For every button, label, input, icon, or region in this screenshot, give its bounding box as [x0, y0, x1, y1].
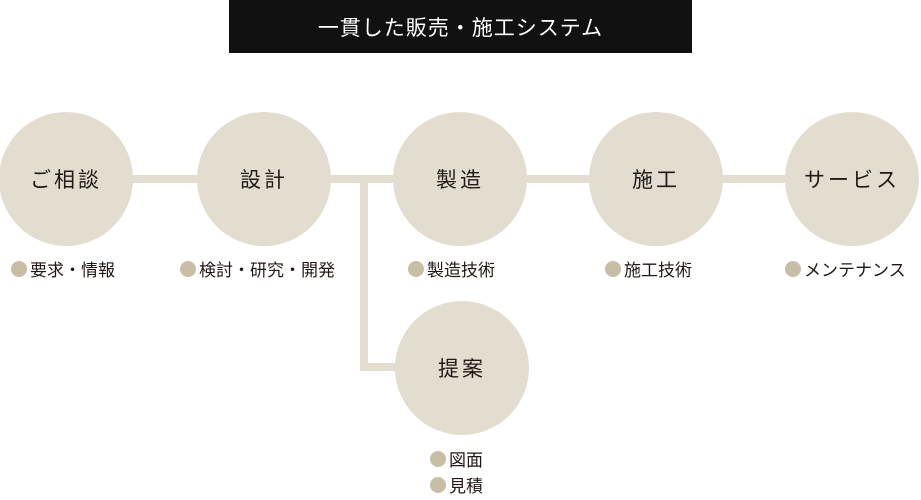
caption-design: 検討・研究・開発	[180, 256, 335, 281]
caption-text: 図面	[449, 451, 483, 471]
bullet-dot-icon	[408, 260, 424, 277]
caption-proposal-estimate: 見積	[430, 472, 483, 497]
caption-text: 施工技術	[624, 261, 692, 281]
caption-consultation: 要求・情報	[11, 256, 115, 281]
node-proposal: 提案	[395, 301, 529, 435]
branch-vertical-line	[360, 175, 368, 371]
bullet-dot-icon	[605, 260, 621, 277]
caption-text: 製造技術	[427, 261, 495, 281]
caption-text: 要求・情報	[30, 261, 115, 281]
node-consultation: ご相談	[0, 112, 133, 246]
bullet-dot-icon	[785, 260, 801, 277]
node-design: 設計	[197, 112, 331, 246]
bullet-dot-icon	[180, 260, 196, 277]
bullet-dot-icon	[11, 260, 27, 277]
node-construction: 施工	[589, 112, 723, 246]
caption-text: メンテナンス	[804, 261, 906, 281]
caption-construction: 施工技術	[605, 256, 692, 281]
caption-text: 検討・研究・開発	[199, 261, 335, 281]
node-service: サービス	[785, 112, 919, 246]
caption-text: 見積	[449, 477, 483, 497]
diagram-title: 一貫した販売・施工システム	[229, 0, 692, 53]
bullet-dot-icon	[430, 476, 446, 493]
caption-service: メンテナンス	[785, 256, 906, 281]
caption-proposal-drawing: 図面	[430, 446, 483, 471]
bullet-dot-icon	[430, 450, 446, 467]
caption-manufacturing: 製造技術	[408, 256, 495, 281]
node-manufacturing: 製造	[393, 112, 527, 246]
